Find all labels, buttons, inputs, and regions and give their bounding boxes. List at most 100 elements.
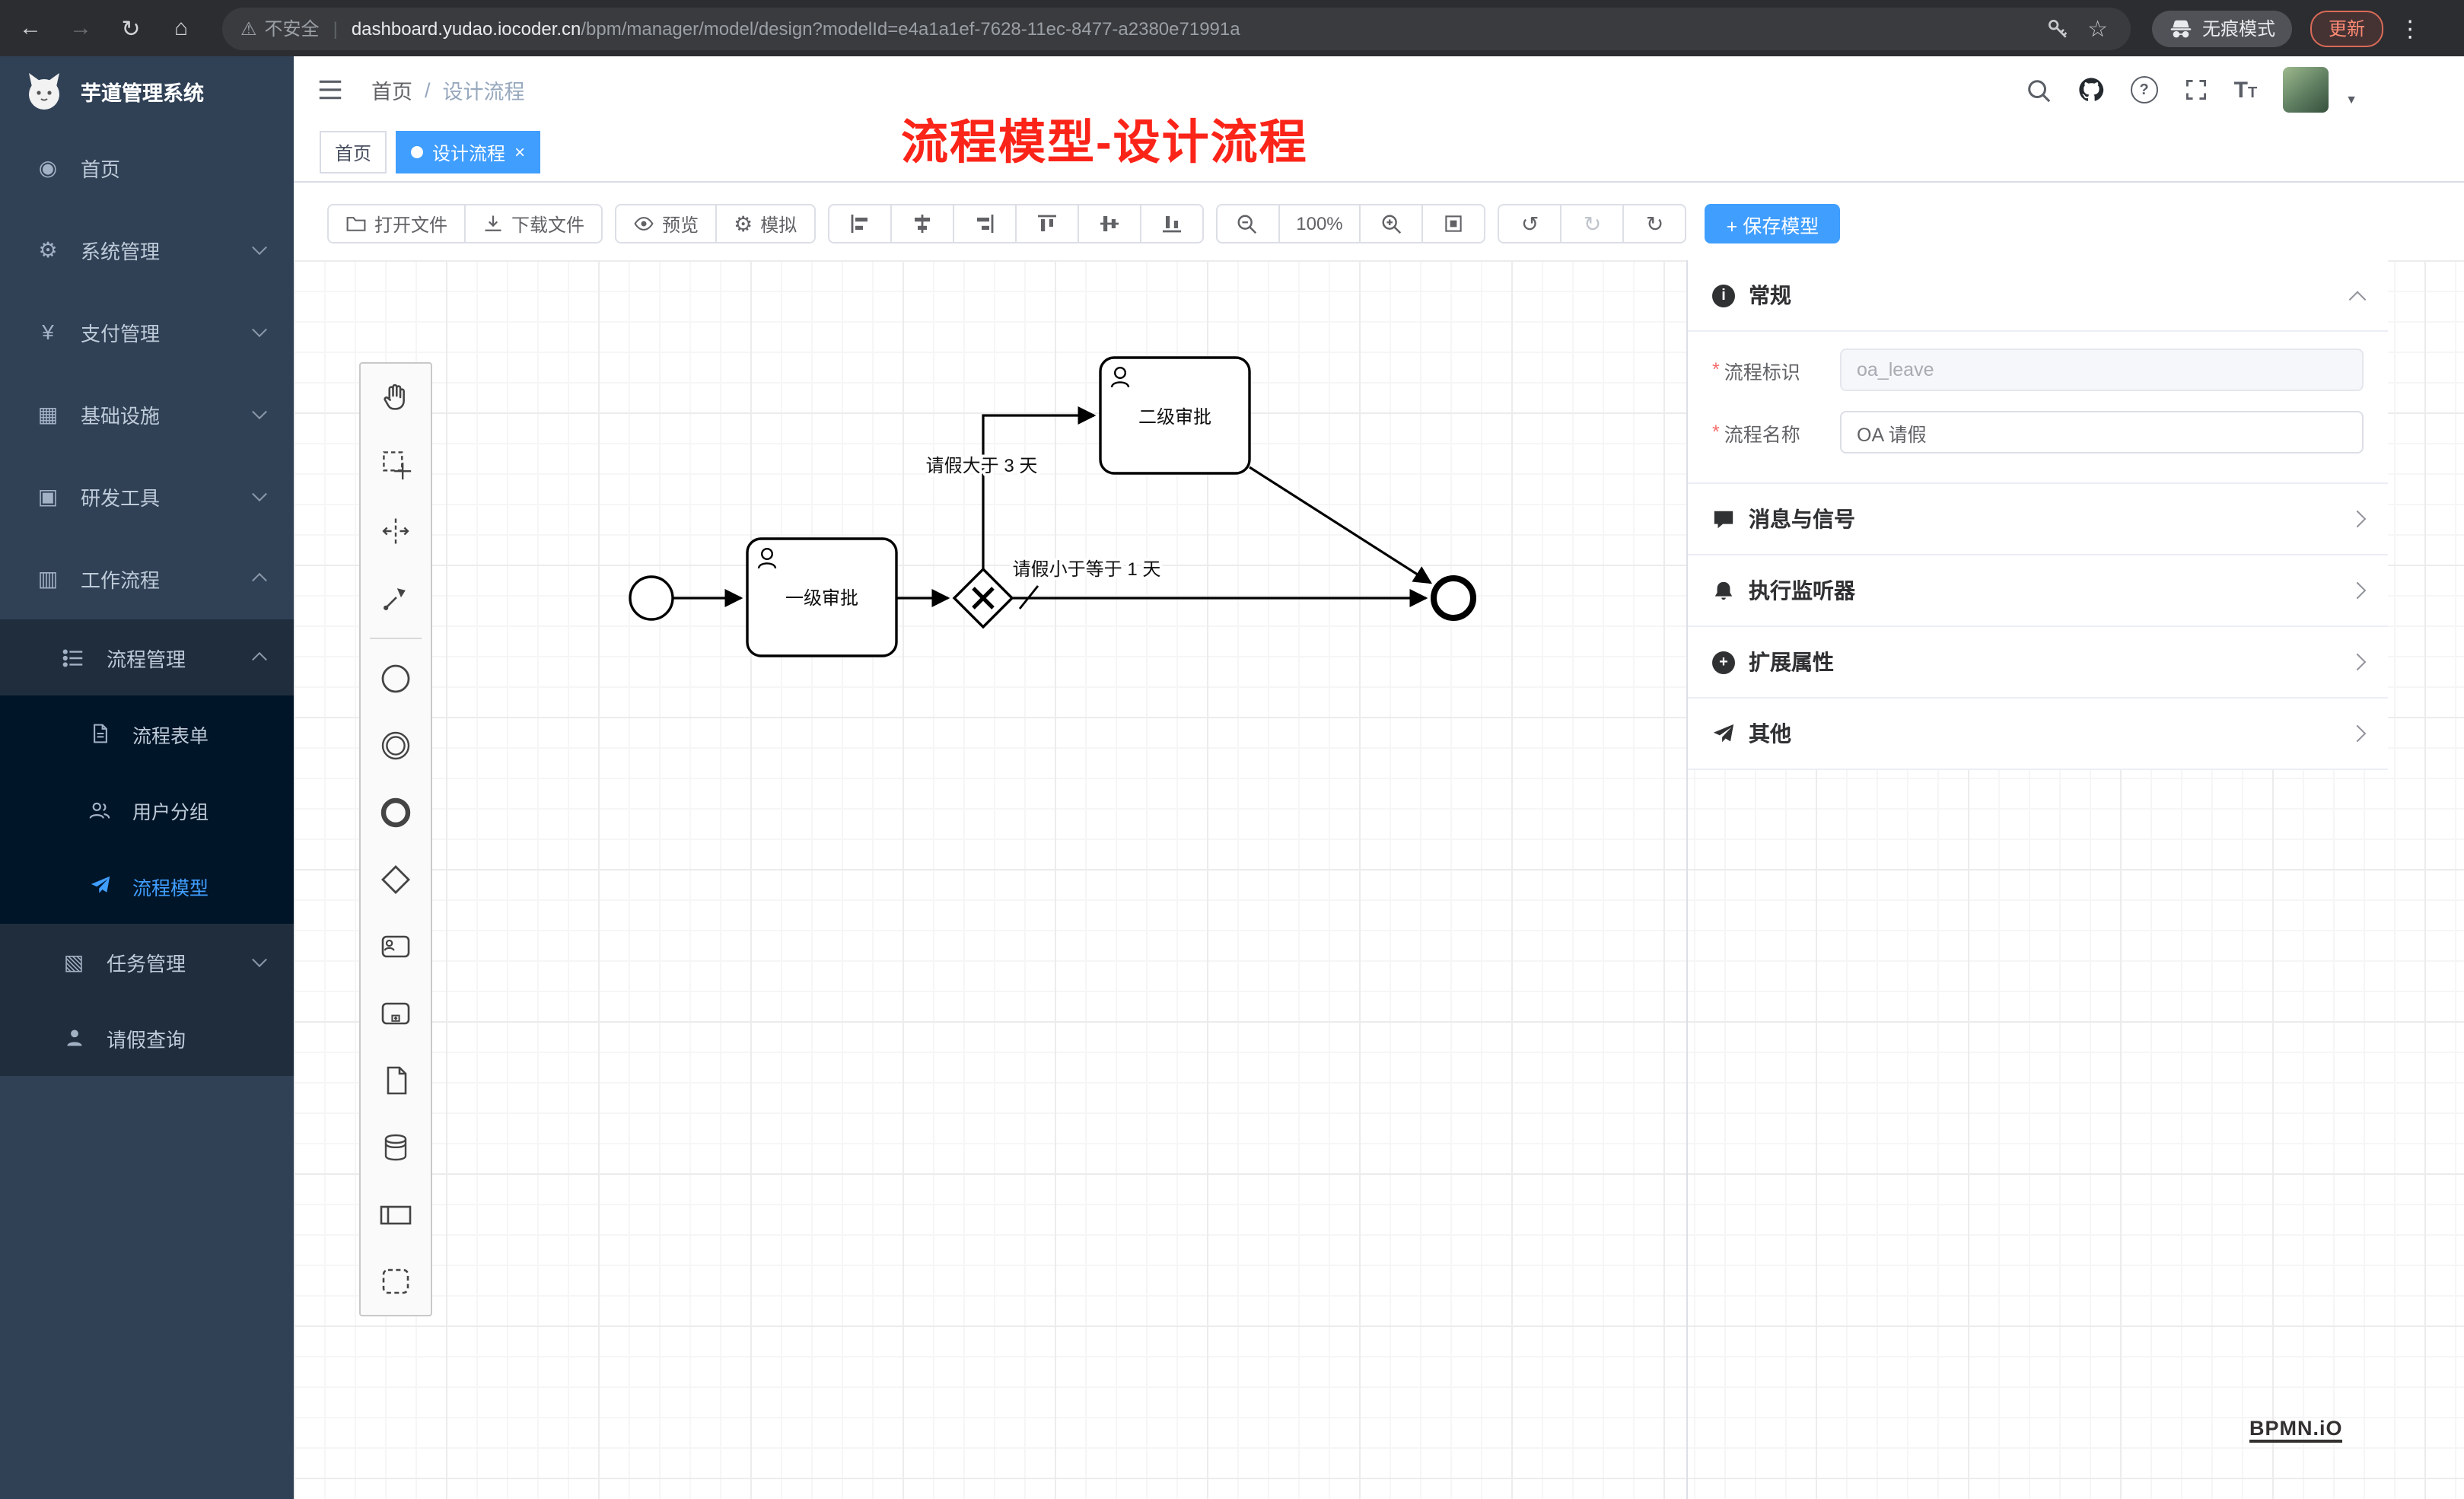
chevron-right-icon (2348, 581, 2367, 600)
align-middle-button[interactable] (1077, 204, 1141, 243)
undo-button[interactable]: ↺ (1498, 204, 1562, 243)
tab-design-process[interactable]: 设计流程 × (396, 131, 541, 173)
lasso-tool[interactable] (361, 431, 431, 498)
sidebar-item-workflow[interactable]: ▥ 工作流程 (0, 537, 294, 619)
github-icon[interactable] (2077, 76, 2105, 103)
section-message-signal[interactable]: 消息与信号 (1688, 484, 2388, 555)
align-right-button[interactable] (952, 204, 1017, 243)
section-execution-listener[interactable]: 执行监听器 (1688, 555, 2388, 627)
sidebar-item-label: 基础设施 (81, 404, 161, 427)
sidebar-item-infrastructure[interactable]: ▦ 基础设施 (0, 373, 294, 455)
redo-button[interactable]: ↻ (1560, 204, 1625, 243)
browser-reload-button[interactable]: ↻ (121, 16, 141, 42)
process-key-row: * 流程标识 (1712, 348, 2364, 391)
process-name-row: * 流程名称 (1712, 411, 2364, 454)
sidebar-item-user-groups[interactable]: 用户分组 (0, 772, 294, 848)
create-data-object[interactable] (361, 1047, 431, 1114)
user-task-level2[interactable]: 二级审批 (1099, 356, 1251, 475)
address-bar[interactable]: ⚠ 不安全 | dashboard.yudao.iocoder.cn/bpm/m… (222, 7, 2131, 49)
end-event[interactable] (1431, 575, 1476, 621)
create-intermediate-event[interactable] (361, 712, 431, 779)
download-file-button[interactable]: 下载文件 (464, 204, 603, 243)
chevron-right-icon (2348, 510, 2367, 528)
tab-close-icon[interactable]: × (514, 142, 526, 163)
section-other[interactable]: 其他 (1688, 699, 2388, 770)
password-key-icon[interactable] (2045, 16, 2069, 40)
app-logo[interactable]: 芋道管理系统 (0, 56, 294, 126)
redo-icon: ↻ (1583, 212, 1602, 236)
save-model-button[interactable]: + 保存模型 (1705, 204, 1841, 243)
browser-home-button[interactable]: ⌂ (173, 15, 189, 41)
restart-button[interactable]: ↻ (1622, 204, 1687, 243)
sequence-flows[interactable] (673, 406, 1433, 609)
bpmn-canvas[interactable]: 一级审批 二级审批 (294, 260, 2464, 1499)
security-label[interactable]: 不安全 (264, 18, 320, 40)
fullscreen-icon[interactable] (2184, 78, 2208, 102)
global-connect-tool[interactable] (361, 565, 431, 632)
align-top-button[interactable] (1014, 204, 1079, 243)
process-key-label: 流程标识 (1724, 361, 1800, 383)
sidebar-toggle-icon[interactable] (317, 78, 344, 102)
sidebar-item-process-management[interactable]: 流程管理 (0, 619, 294, 695)
process-name-input[interactable] (1840, 411, 2364, 454)
section-title: 扩展属性 (1749, 650, 1834, 674)
sidebar-item-payment[interactable]: ¥ 支付管理 (0, 291, 294, 373)
breadcrumb-home[interactable]: 首页 (371, 81, 412, 103)
properties-panel: i 常规 * 流程标识 (1688, 260, 2388, 770)
exclusive-gateway[interactable] (952, 567, 1014, 629)
sidebar-item-system[interactable]: ⚙ 系统管理 (0, 208, 294, 291)
align-center-button[interactable] (890, 204, 954, 243)
open-file-button[interactable]: 打开文件 (327, 204, 466, 243)
sidebar-item-process-model[interactable]: 流程模型 (0, 848, 294, 924)
sidebar-item-devtools[interactable]: ▣ 研发工具 (0, 455, 294, 537)
create-start-event[interactable] (361, 645, 431, 712)
browser-chrome: ← → ↻ ⌂ ⚠ 不安全 | dashboard.yudao.iocoder.… (0, 0, 2464, 56)
search-icon[interactable] (2026, 77, 2052, 103)
section-extended-attrs[interactable]: + 扩展属性 (1688, 627, 2388, 699)
sidebar-item-home[interactable]: ◉ 首页 (0, 126, 294, 208)
sidebar-item-leave-query[interactable]: 请假查询 (0, 1000, 294, 1076)
sidebar-item-task-management[interactable]: ▧ 任务管理 (0, 924, 294, 1000)
data-object-icon (387, 1066, 407, 1095)
create-participant[interactable] (361, 1181, 431, 1248)
user-task-level1[interactable]: 一级审批 (746, 537, 898, 657)
zoom-level-indicator[interactable]: 100% (1278, 204, 1361, 243)
start-event[interactable] (629, 575, 674, 621)
create-user-task[interactable] (361, 913, 431, 980)
browser-update-button[interactable]: 更新 (2310, 10, 2384, 46)
zoom-in-button[interactable] (1359, 204, 1424, 243)
warning-icon: ⚠ (240, 18, 257, 39)
browser-menu-icon[interactable]: ⋮ (2399, 16, 2422, 42)
yen-icon: ¥ (42, 320, 54, 344)
user-avatar[interactable] (2283, 67, 2329, 113)
section-general[interactable]: i 常规 (1688, 260, 2388, 332)
flow-condition-label-up: 请假大于 3 天 (926, 456, 1038, 476)
document-icon (87, 723, 113, 744)
create-data-store[interactable] (361, 1114, 431, 1181)
process-key-input (1840, 348, 2364, 391)
tab-home[interactable]: 首页 (320, 131, 387, 173)
bookmark-star-icon[interactable]: ☆ (2087, 16, 2108, 42)
align-bottom-button[interactable] (1139, 204, 1204, 243)
zoom-out-button[interactable] (1215, 204, 1280, 243)
avatar-caret-icon[interactable]: ▼ (2345, 93, 2357, 107)
preview-button[interactable]: 预览 (615, 204, 718, 243)
space-tool-icon (382, 518, 409, 544)
browser-forward-button[interactable]: → (69, 15, 92, 41)
space-tool[interactable] (361, 498, 431, 565)
align-left-button[interactable] (827, 204, 892, 243)
hand-tool[interactable] (361, 364, 431, 431)
create-group[interactable] (361, 1248, 431, 1315)
start-event-icon (381, 664, 410, 693)
create-end-event[interactable] (361, 779, 431, 846)
bpmn-io-watermark[interactable]: BPMN.iO (2249, 1417, 2343, 1443)
create-exclusive-gateway[interactable] (361, 846, 431, 913)
help-icon[interactable]: ? (2130, 76, 2158, 103)
zoom-fit-button[interactable] (1421, 204, 1486, 243)
send-icon (1713, 723, 1734, 742)
create-subprocess[interactable] (361, 980, 431, 1047)
simulate-button[interactable]: ⚙ 模拟 (715, 204, 816, 243)
sidebar-item-process-form[interactable]: 流程表单 (0, 695, 294, 772)
browser-back-button[interactable]: ← (19, 15, 42, 41)
